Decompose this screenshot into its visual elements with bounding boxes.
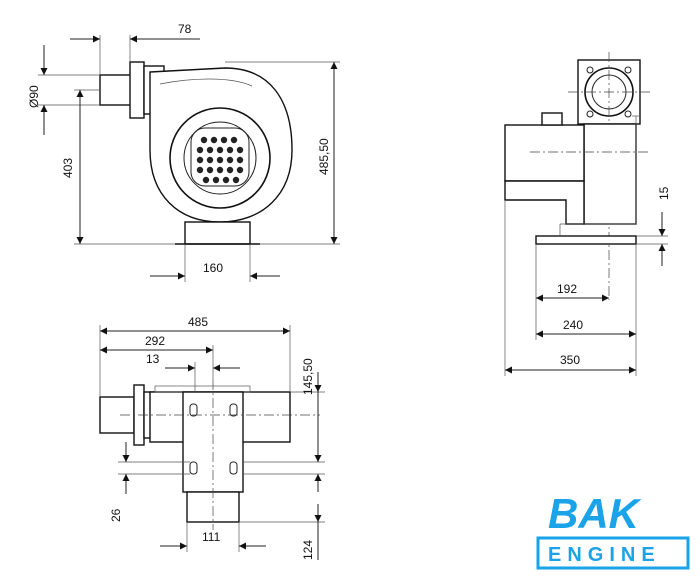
dim-350: 350 [560, 353, 580, 367]
dim-diameter-90: Ø90 [27, 85, 41, 108]
logo-word: BAK [548, 490, 642, 537]
dim-13: 13 [146, 352, 160, 366]
logo-sub: ENGINE [548, 544, 661, 566]
side-view: 15 192 240 350 [504, 52, 671, 376]
top-view: 485 292 13 145,50 26 111 [99, 315, 325, 560]
dim-485: 485 [188, 315, 208, 329]
dim-15: 15 [657, 186, 671, 200]
dim-145-50: 145,50 [301, 358, 315, 395]
dim-403: 403 [61, 158, 75, 178]
dim-78: 78 [178, 22, 192, 36]
dim-160: 160 [203, 261, 223, 275]
dim-292: 292 [145, 334, 165, 348]
dim-192: 192 [557, 282, 577, 296]
front-view: 78 Ø90 403 485,50 160 [27, 22, 340, 282]
inlet-grille [190, 127, 250, 187]
dim-26: 26 [109, 508, 123, 522]
dim-111: 111 [202, 530, 221, 544]
bak-engine-logo: BAK ENGINE [536, 490, 690, 570]
dim-485-50: 485,50 [317, 138, 331, 175]
dim-240: 240 [563, 318, 583, 332]
dim-124: 124 [301, 540, 315, 560]
